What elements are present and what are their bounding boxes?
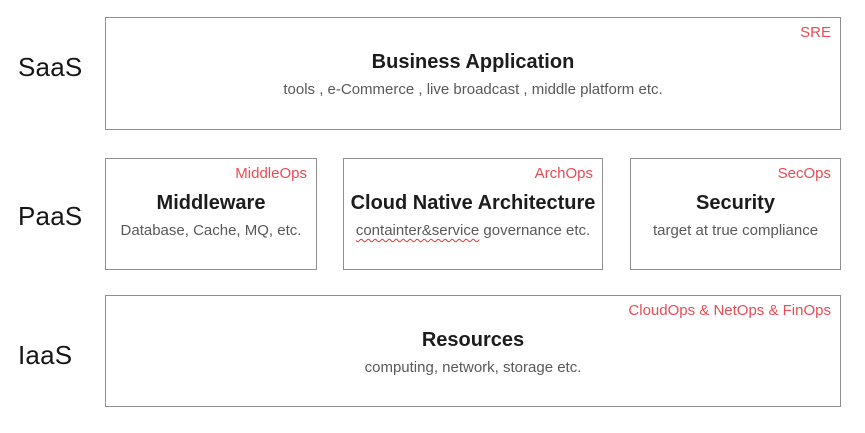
- box-business-application: SRE Business Application tools , e-Comme…: [105, 17, 841, 130]
- ops-label-cloudops-netops-finops: CloudOps & NetOps & FinOps: [628, 302, 831, 319]
- box-title-cloud-native-architecture: Cloud Native Architecture: [350, 192, 596, 214]
- box-subtitle-middleware: Database, Cache, MQ, etc.: [120, 222, 302, 239]
- box-resources: CloudOps & NetOps & FinOps Resources com…: [105, 295, 841, 407]
- box-cloud-native-architecture: ArchOps Cloud Native Architecture contai…: [343, 158, 603, 270]
- ops-label-secops: SecOps: [777, 165, 831, 182]
- box-subtitle-business-application: tools , e-Commerce , live broadcast , mi…: [283, 81, 663, 98]
- box-subtitle-security: target at true compliance: [652, 222, 819, 239]
- box-title-security: Security: [696, 192, 775, 214]
- ops-label-sre: SRE: [800, 24, 831, 41]
- box-subtitle-cloud-native-architecture: containter&service governance etc.: [344, 221, 602, 241]
- layer-label-saas: SaaS: [18, 52, 83, 82]
- box-middleware: MiddleOps Middleware Database, Cache, MQ…: [105, 158, 317, 270]
- subtitle-rest-text: governance etc.: [479, 222, 591, 239]
- layer-label-iaas: IaaS: [18, 340, 73, 370]
- box-title-business-application: Business Application: [371, 51, 575, 73]
- layer-label-paas: PaaS: [18, 201, 83, 231]
- spellcheck-squiggle-text: containter&service: [355, 222, 480, 239]
- box-title-middleware: Middleware: [156, 192, 266, 214]
- box-subtitle-resources: computing, network, storage etc.: [364, 359, 582, 376]
- box-title-resources: Resources: [421, 329, 525, 351]
- ops-label-archops: ArchOps: [534, 165, 593, 182]
- ops-label-middleops: MiddleOps: [235, 165, 307, 182]
- box-security: SecOps Security target at true complianc…: [630, 158, 841, 270]
